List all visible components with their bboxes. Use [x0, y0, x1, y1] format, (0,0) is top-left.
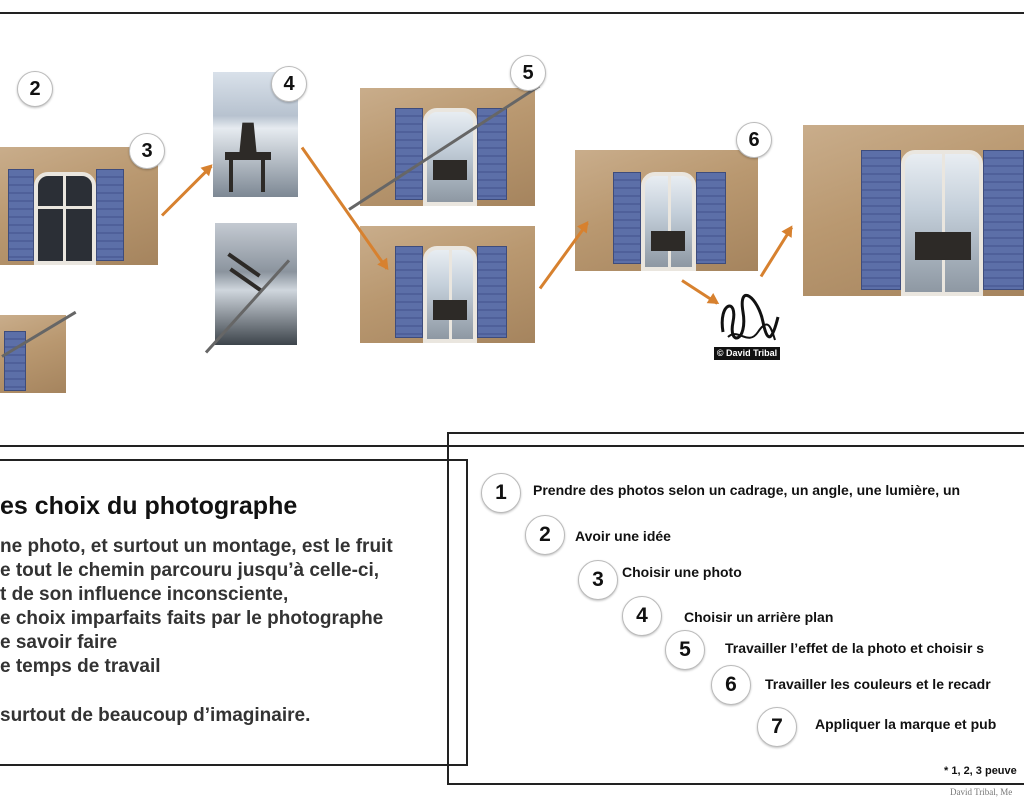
photo-montage-chosen	[360, 226, 535, 343]
panel-line: ne photo, et surtout un montage, est le …	[0, 536, 393, 557]
step-label-1: Prendre des photos selon un cadrage, un …	[533, 482, 961, 498]
diagram-badge-3: 3	[129, 133, 165, 169]
photo-final	[803, 125, 1024, 296]
step-badge-1: 1	[481, 473, 521, 513]
photo-credit: David Tribal, Me	[950, 787, 1013, 797]
step-label-5: Travailler l’effet de la photo et choisi…	[725, 640, 985, 656]
diagram-badge-2: 2	[17, 71, 53, 107]
panel-line: surtout de beaucoup d’imaginaire.	[0, 705, 311, 726]
photo-window-rejected	[0, 315, 66, 393]
step-label-4: Choisir un arrière plan	[684, 609, 834, 625]
flow-arrow	[759, 226, 794, 278]
footnote: * 1, 2, 3 peuve	[944, 765, 1017, 777]
diagram-badge-4: 4	[271, 66, 307, 102]
step-label-3: Choisir une photo	[622, 564, 742, 580]
panel-line: e temps de travail	[0, 656, 161, 677]
logo-caption: © David Tribal	[714, 347, 780, 360]
panel-line: t de son influence inconsciente,	[0, 584, 289, 605]
step-label-2: Avoir une idée	[575, 528, 671, 544]
step-badge-2: 2	[525, 515, 565, 555]
flow-arrow	[160, 164, 213, 217]
panel-line: e choix imparfaits faits par le photogra…	[0, 608, 384, 629]
photo-montage-rejected	[360, 88, 535, 206]
diagram-badge-5: 5	[510, 55, 546, 91]
diagram-badge-6: 6	[736, 122, 772, 158]
photo-window-original	[0, 147, 158, 265]
top-border-line	[0, 12, 1024, 14]
step-badge-3: 3	[578, 560, 618, 600]
panel-line: e tout le chemin parcouru jusqu’à celle-…	[0, 560, 380, 581]
step-label-7: Appliquer la marque et pub	[815, 716, 997, 732]
panel-title: es choix du photographe	[0, 492, 298, 520]
left-panel-frame	[0, 459, 468, 766]
panel-line: e savoir faire	[0, 632, 118, 653]
outer-panel-frame	[0, 445, 1024, 447]
step-badge-4: 4	[622, 596, 662, 636]
step-badge-7: 7	[757, 707, 797, 747]
step-label-6: Travailler les couleurs et le recadr	[765, 676, 991, 692]
photo-colored	[575, 150, 758, 271]
steps-panel-frame	[447, 432, 1024, 785]
signature-logo-icon	[720, 294, 780, 341]
step-badge-6: 6	[711, 665, 751, 705]
step-badge-5: 5	[665, 630, 705, 670]
